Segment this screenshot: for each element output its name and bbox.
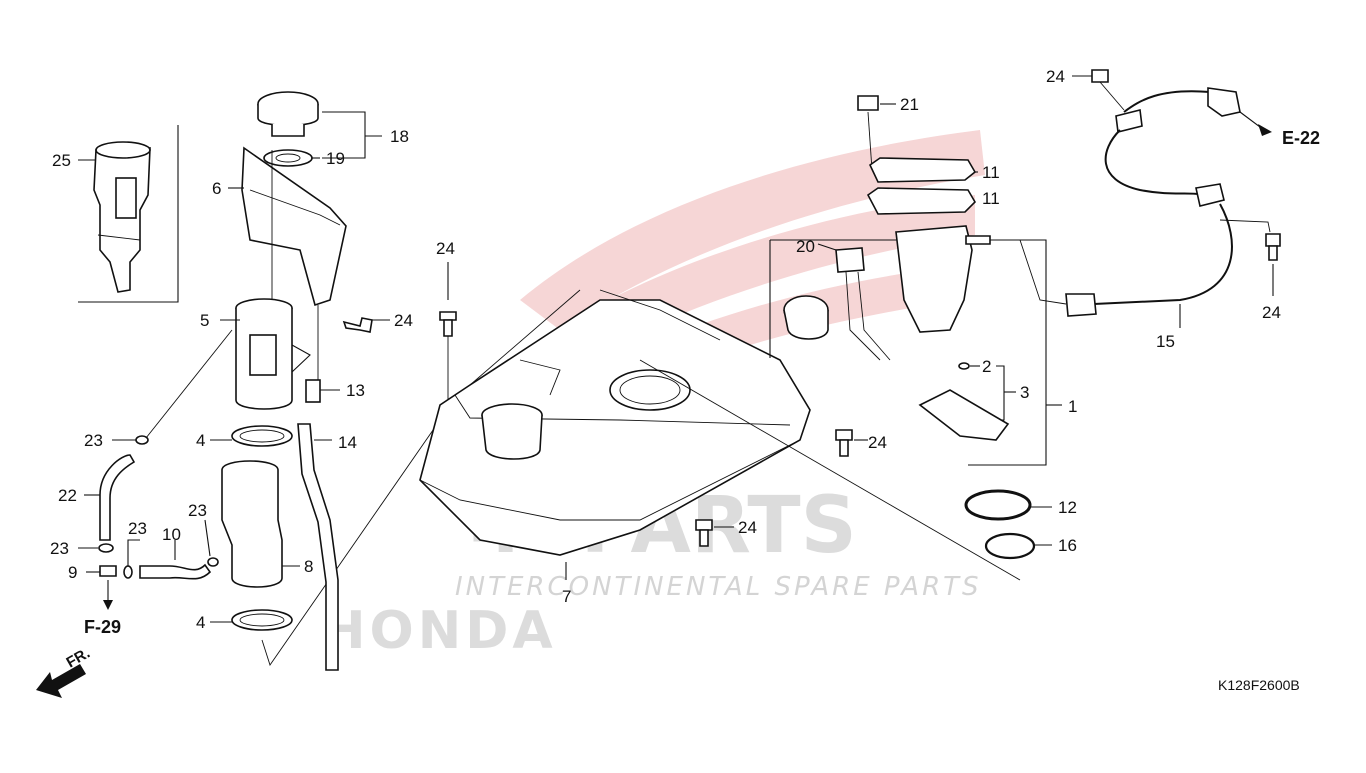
callout-12: 12 [1058, 498, 1077, 517]
callout-23b: 23 [50, 539, 69, 558]
front-direction-indicator: FR. [36, 645, 93, 698]
callout-11b: 11 [982, 189, 1000, 208]
ref-f29: F-29 [84, 617, 121, 637]
callout-18: 18 [390, 127, 409, 146]
fuel-pump-unit: 1 20 2 3 [769, 225, 1077, 466]
callout-3: 3 [1020, 383, 1029, 402]
callout-9: 9 [68, 563, 77, 582]
callout-8: 8 [304, 557, 313, 576]
watermark-maker: HONDA [322, 601, 557, 661]
arrow-front-icon [36, 664, 86, 698]
callout-24e: 24 [1046, 67, 1065, 86]
filler-cap-assembly: 18 19 6 [212, 91, 409, 307]
bolt-24-neck: 24 [342, 311, 413, 333]
inset-part-25: 25 [52, 125, 179, 303]
callout-7: 7 [562, 587, 571, 606]
callout-1: 1 [1068, 397, 1077, 416]
callout-24a: 24 [394, 311, 413, 330]
callout-24b: 24 [436, 239, 455, 258]
pump-plates: 21 11 11 [857, 95, 1000, 215]
callout-15: 15 [1156, 332, 1175, 351]
fuel-tank: 7 [419, 289, 1021, 606]
callout-24d: 24 [738, 518, 757, 537]
watermark: 4SPARTS INTERCONTINENTAL SPARE PARTS HON… [322, 130, 985, 661]
bolt-24-tank-bottom: 24 [695, 518, 757, 547]
bolt-24-tank-top: 24 [436, 239, 457, 400]
callout-21: 21 [900, 95, 919, 114]
ref-e22: E-22 [1282, 128, 1320, 148]
callout-24c: 24 [868, 433, 887, 452]
callout-4b: 4 [196, 613, 205, 632]
callout-23a: 23 [84, 431, 103, 450]
callout-23d: 23 [188, 501, 207, 520]
callout-22: 22 [58, 486, 77, 505]
callout-5: 5 [200, 311, 209, 330]
callout-14: 14 [338, 433, 357, 452]
ref-front: FR. [64, 645, 93, 672]
callout-16: 16 [1058, 536, 1077, 555]
callout-13: 13 [346, 381, 365, 400]
callout-25: 25 [52, 151, 71, 170]
callout-23c: 23 [128, 519, 147, 538]
callout-6: 6 [212, 179, 221, 198]
callout-24f: 24 [1262, 303, 1281, 322]
diagram-code: K128F2600B [1218, 677, 1300, 693]
bolt-24-tank-right: 24 [835, 429, 887, 457]
filler-neck-stack: 5 4 8 4 [196, 150, 441, 667]
callout-11a: 11 [982, 163, 1000, 182]
callout-19: 19 [326, 149, 345, 168]
callout-4a: 4 [196, 431, 205, 450]
callout-10: 10 [162, 525, 181, 544]
callout-2: 2 [982, 357, 991, 376]
breather-hoses: 22 23 23 9 F-29 23 10 23 [50, 329, 233, 637]
callout-20: 20 [796, 237, 815, 256]
watermark-tagline: INTERCONTINENTAL SPARE PARTS [455, 572, 982, 602]
o-rings: 12 16 [964, 489, 1077, 560]
wire-harness: 24 E-22 15 24 [990, 67, 1320, 351]
drain-tube: 13 14 [297, 379, 365, 671]
